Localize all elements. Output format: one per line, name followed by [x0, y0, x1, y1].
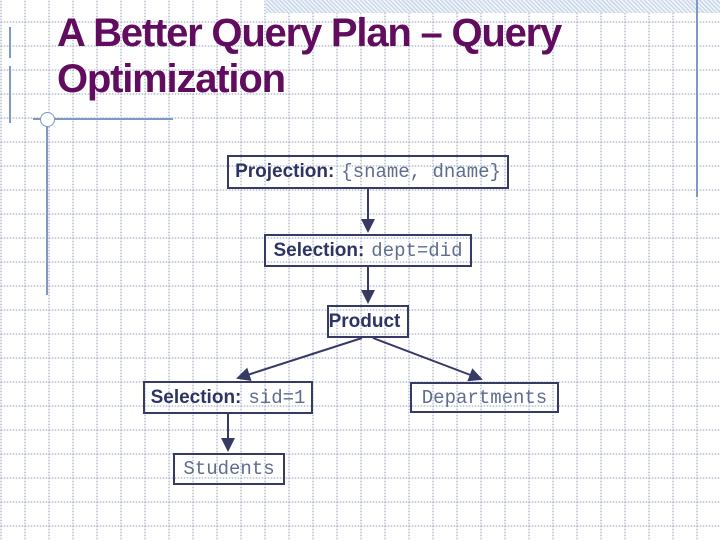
node-label: Selection:: [273, 239, 365, 261]
node-product: Product: [327, 305, 409, 338]
node-departments: Departments: [410, 382, 559, 413]
node-projection: Projection: {sname, dname}: [227, 155, 509, 189]
top-band-decoration: [266, 0, 720, 13]
left-edge-accent-line: [9, 66, 11, 123]
node-label: Product: [328, 310, 401, 332]
node-code: dept=did: [371, 239, 463, 262]
connector-product-selection-sid: [236, 337, 363, 381]
node-selection-sid: Selection: sid=1: [143, 381, 313, 414]
node-label: Selection:: [150, 386, 242, 408]
title-underline: [33, 118, 173, 120]
node-code: Departments: [421, 386, 548, 409]
left-edge-accent-line: [9, 27, 11, 58]
right-accent-line: [696, 0, 698, 197]
slide-title: A Better Query Plan – Query Optimization: [57, 11, 562, 101]
accent-circle: [40, 112, 55, 127]
node-code: {sname, dname}: [341, 161, 501, 183]
accent-vertical-line: [46, 112, 48, 295]
node-label: Projection:: [235, 161, 335, 182]
node-selection-dept: Selection: dept=did: [264, 234, 472, 267]
connector-product-departments: [372, 337, 483, 382]
node-students: Students: [173, 453, 285, 485]
node-code: sid=1: [248, 386, 306, 409]
node-code: Students: [183, 458, 275, 480]
